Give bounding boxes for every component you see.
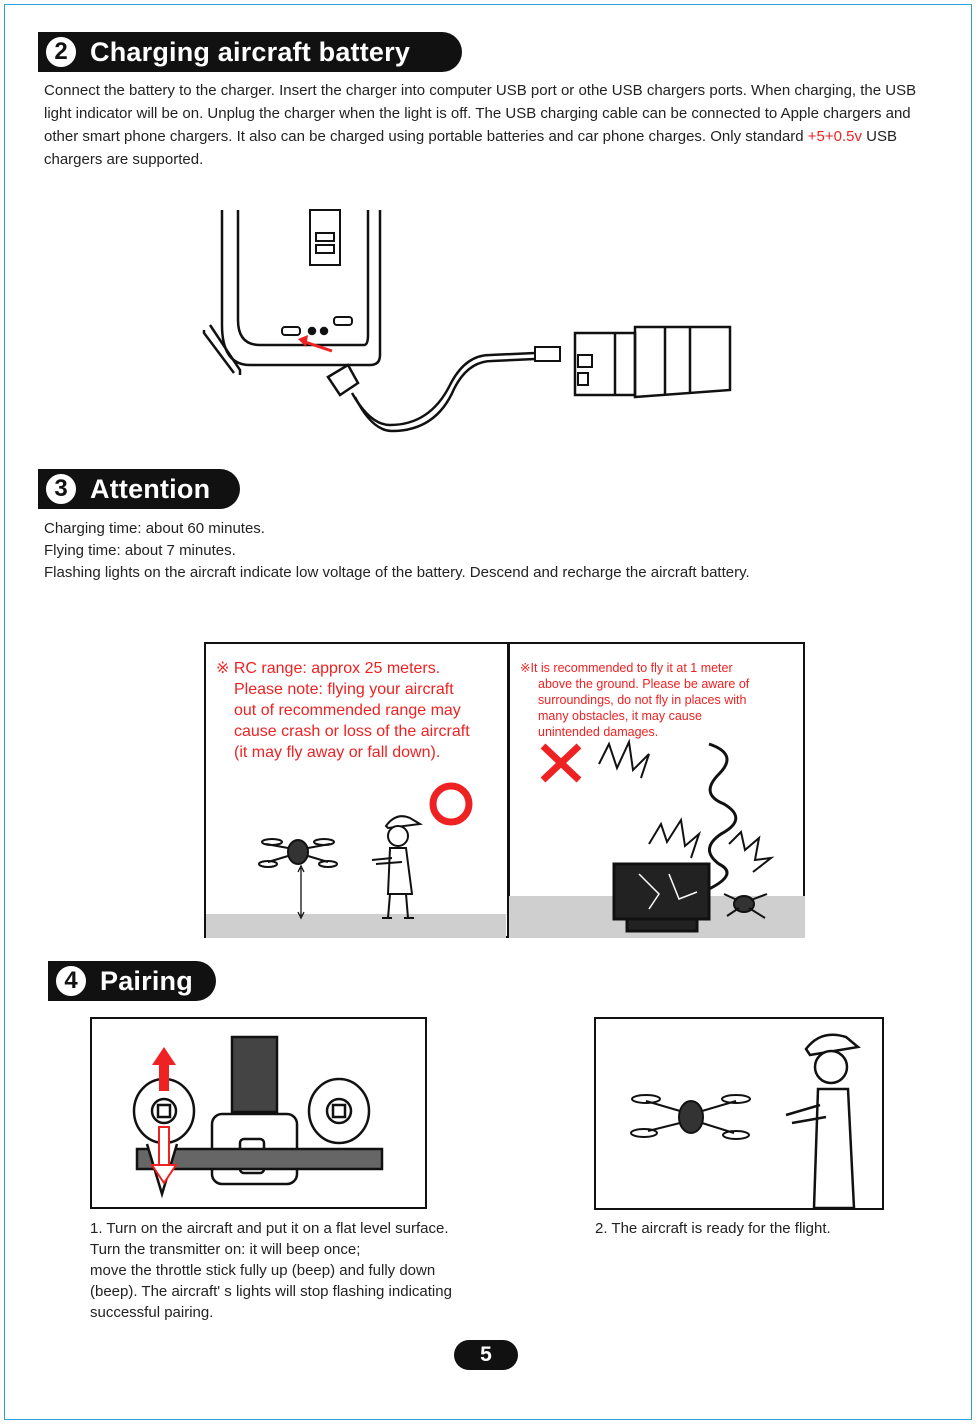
section-3-header: 3 Attention xyxy=(38,469,240,509)
section-2-text-before: Connect the battery to the charger. Inse… xyxy=(44,82,917,145)
section-4-number: 4 xyxy=(54,964,88,998)
wrong-x-icon xyxy=(540,743,582,783)
warning-panel: ※ RC range: approx 25 meters. Please not… xyxy=(204,642,805,938)
low-voltage-note: Flashing lights on the aircraft indicate… xyxy=(44,564,750,581)
note-mark-right: ※ xyxy=(520,661,531,675)
height-arrow xyxy=(297,864,305,920)
charging-time: Charging time: about 60 minutes. xyxy=(44,520,265,537)
ready-pilot-icon xyxy=(785,1033,861,1210)
rc-range: RC range: approx 25 meters. xyxy=(233,660,441,677)
section-3-title: Attention xyxy=(90,473,211,504)
warning-left-line5: (it may fly away or fall down). xyxy=(234,744,441,761)
correct-flight-illustration xyxy=(258,782,473,920)
crashed-drone-icon xyxy=(723,893,768,919)
panel-divider xyxy=(507,644,510,936)
section-3-body: Charging time: about 60 minutes. Flying … xyxy=(44,518,944,584)
pilot-figure xyxy=(371,815,423,919)
stick-up-arrow-icon xyxy=(152,1047,176,1091)
stick-down-arrow-icon xyxy=(150,1126,178,1185)
impact-burst xyxy=(598,738,775,873)
section-2-paragraph: Connect the battery to the charger. Inse… xyxy=(44,79,944,171)
page-number: 5 xyxy=(454,1340,518,1370)
transmitter-illustration xyxy=(132,1035,384,1199)
warning-left-line4: cause crash or loss of the aircraft xyxy=(234,723,470,740)
drone-icon xyxy=(258,838,338,868)
correct-circle-icon xyxy=(429,782,473,826)
step-1-line-4: (beep). The aircraft' s lights will stop… xyxy=(90,1283,452,1300)
flying-time: Flying time: about 7 minutes. xyxy=(44,542,236,559)
warning-left-text: ※ RC range: approx 25 meters. Please not… xyxy=(216,658,470,763)
transmitter-image xyxy=(90,1017,427,1209)
tv-icon xyxy=(612,862,711,933)
section-2-number: 2 xyxy=(44,35,78,69)
ready-drone-icon xyxy=(630,1094,751,1140)
warning-left-line3: out of recommended range may xyxy=(234,702,461,719)
section-4-header: 4 Pairing xyxy=(48,961,216,1001)
charging-illustration xyxy=(202,209,732,433)
crash-illustration xyxy=(540,738,775,933)
step-1-line-1: 1. Turn on the aircraft and put it on a … xyxy=(90,1220,449,1237)
section-4-title: Pairing xyxy=(100,965,193,996)
ready-illustration xyxy=(630,1033,861,1210)
section-2-header: 2 Charging aircraft battery xyxy=(38,32,462,72)
warning-right-line1: It is recommended to fly it at 1 meter xyxy=(530,661,733,675)
ready-image xyxy=(594,1017,884,1210)
spiral-path xyxy=(708,742,738,891)
warning-right-text: ※It is recommended to fly it at 1 meter … xyxy=(520,660,749,740)
note-mark-left: ※ xyxy=(216,660,230,677)
section-2-text-after: USB chargers are supported. xyxy=(44,128,898,168)
section-3-number: 3 xyxy=(44,472,78,506)
step-1-line-3: move the throttle stick fully up (beep) … xyxy=(90,1262,436,1279)
page-frame xyxy=(4,4,972,1420)
warning-right-line2: above the ground. Please be aware of xyxy=(538,677,750,691)
section-2-title: Charging aircraft battery xyxy=(90,36,411,67)
step-1-line-5: successful pairing. xyxy=(90,1304,214,1321)
warning-left-line2: Please note: flying your aircraft xyxy=(234,681,454,698)
ground-left xyxy=(206,914,506,938)
warning-right-line5: unintended damages. xyxy=(538,725,659,739)
pairing-step-2: 2. The aircraft is ready for the flight. xyxy=(595,1220,831,1237)
warning-right-line3: surroundings, do not fly in places with xyxy=(538,693,747,707)
pairing-step-1: 1. Turn on the aircraft and put it on a … xyxy=(90,1218,560,1323)
voltage-highlight: +5+0.5v xyxy=(807,128,863,145)
warning-right-line4: many obstacles, it may cause xyxy=(538,709,702,723)
step-1-line-2: Turn the transmitter on: it will beep on… xyxy=(90,1241,361,1258)
